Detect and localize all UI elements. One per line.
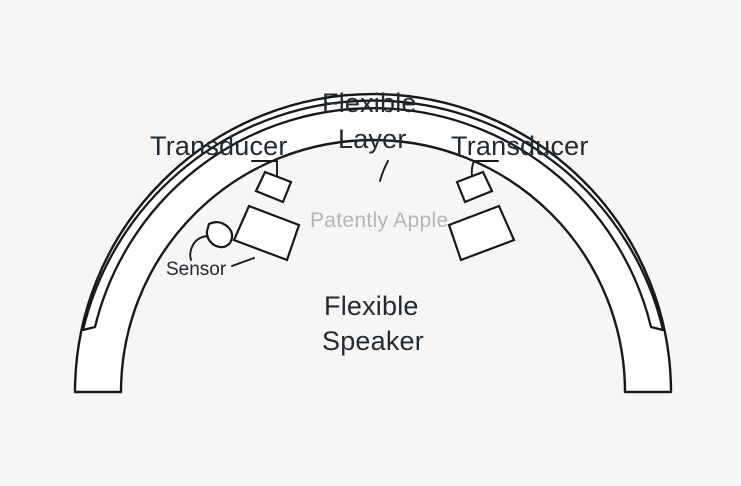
- transducer-right-base: [447, 204, 516, 262]
- label-transducer-right: Transducer: [451, 131, 589, 161]
- transducer-left-leader: [251, 160, 278, 177]
- transducer-left: [232, 170, 301, 262]
- transducer-right-leader: [470, 160, 499, 177]
- transducer-left-base: [232, 204, 301, 262]
- transducer-left-block: [254, 170, 293, 204]
- sensor: [189, 220, 234, 261]
- label-flexible-speaker-line2: Speaker: [322, 326, 424, 356]
- label-flexible-layer-line1: Flexible: [322, 88, 417, 118]
- sensor-lead-wire: [189, 235, 209, 261]
- flexible-layer: [81, 99, 665, 332]
- label-transducer-left: Transducer: [150, 131, 288, 161]
- sensor-leader: [231, 257, 255, 267]
- label-flexible-speaker-line1: Flexible: [324, 291, 419, 321]
- flexible-layer-leader: [379, 160, 389, 182]
- transducer-right: [447, 170, 516, 262]
- watermark-patently-apple: Patently Apple: [310, 209, 448, 232]
- label-sensor: Sensor: [166, 259, 227, 280]
- label-flexible-layer-line2: Layer: [338, 124, 407, 154]
- transducer-right-block: [455, 170, 494, 204]
- sensor-body: [205, 220, 234, 249]
- flexible-speaker-body: [73, 92, 673, 394]
